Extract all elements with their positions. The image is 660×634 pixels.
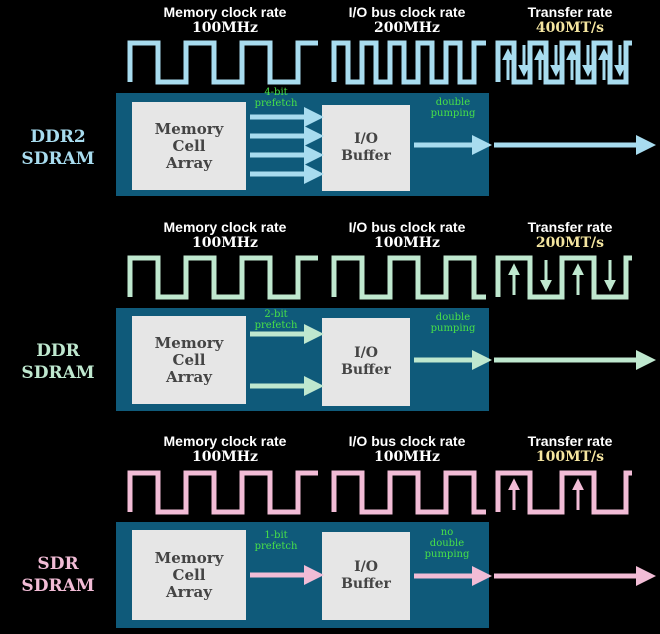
ddr2-mem-line2: Cell (172, 136, 206, 155)
sdr-transfer-title: Transfer rate (527, 433, 613, 449)
sdr-io-line1: I/O (354, 559, 378, 575)
sdr-transfer-value: 100MT/s (535, 449, 605, 465)
ddr2-memory-clock-title: Memory clock rate (163, 4, 287, 20)
sdr-io-clock-wave (331, 470, 486, 515)
ddr-io-clock-value: 100MHz (374, 235, 440, 251)
sdr-pump-line3: pumping (424, 549, 470, 560)
ddr-transfer-header: Transfer rate 200MT/s (495, 219, 645, 251)
ddr2-prefetch-line2: prefetch (254, 98, 298, 109)
ddr2-prefetch-line1: 4-bit (264, 87, 288, 98)
ddr-prefetch-line1: 2-bit (264, 309, 288, 320)
ddr2-memory-clock-header: Memory clock rate 100MHz (140, 4, 310, 36)
ddr-io-line2: Buffer (341, 362, 391, 378)
ddr-memory-clock-title: Memory clock rate (163, 219, 287, 235)
ddr-io-line1: I/O (354, 345, 378, 361)
sdr-pump-line1: no (440, 527, 454, 538)
sdr-label-line1: SDR (37, 554, 79, 574)
ddr-transfer-title: Transfer rate (527, 219, 613, 235)
ddr2-io-clock-value: 200MHz (374, 20, 440, 36)
ddr2-pump-line1: double (435, 97, 471, 108)
ddr-label-line2: SDRAM (21, 363, 95, 383)
sdr-io-clock-title: I/O bus clock rate (348, 433, 466, 449)
ddr-memory-clock-wave (127, 255, 318, 300)
sdr-memory-clock-wave (127, 470, 318, 515)
ddr-mem-line2: Cell (172, 350, 206, 369)
sdr-prefetch-line1: 1-bit (264, 530, 288, 541)
ddr2-memory-clock-wave (127, 40, 318, 85)
sdr-memory-clock-value: 100MHz (192, 449, 258, 465)
sdr-memory-clock-header: Memory clock rate 100MHz (140, 433, 310, 465)
sdr-io-line2: Buffer (341, 576, 391, 592)
sdr-io-clock-header: I/O bus clock rate 100MHz (322, 433, 492, 465)
ddr-pump-line2: pumping (430, 323, 476, 334)
ddr2-io-clock-header: I/O bus clock rate 200MHz (322, 4, 492, 36)
ddr2-transfer-title: Transfer rate (527, 4, 613, 20)
sdr-pump-line2: double (429, 538, 465, 549)
sdr-transfer-header: Transfer rate 100MT/s (495, 433, 645, 465)
ddr2-label-line1: DDR2 (30, 127, 86, 147)
ddr2-io-line2: Buffer (341, 148, 391, 164)
ddr-io-clock-wave (331, 255, 486, 300)
ddr2-mem-line3: Array (166, 153, 212, 172)
sdr-mem-line3: Array (166, 582, 212, 601)
ddr2-io-line1: I/O (354, 131, 378, 147)
ddr-transfer-value: 200MT/s (535, 235, 605, 251)
sdr-mem-line1: Memory (154, 548, 224, 567)
ddr-prefetch-line2: prefetch (254, 320, 298, 331)
ddr-memory-clock-header: Memory clock rate 100MHz (140, 219, 310, 251)
ddr-label-line1: DDR (36, 341, 80, 361)
ddr2-io-clock-wave (331, 40, 486, 85)
ddr-io-clock-header: I/O bus clock rate 100MHz (322, 219, 492, 251)
ddr2-pump-line2: pumping (430, 108, 476, 119)
sdr-io-clock-value: 100MHz (374, 449, 440, 465)
sdr-prefetch-line2: prefetch (254, 541, 298, 552)
ddr2-mem-line1: Memory (154, 119, 224, 138)
sdr-memory-clock-title: Memory clock rate (163, 433, 287, 449)
sdr-mem-line2: Cell (172, 565, 206, 584)
ddr2-io-clock-title: I/O bus clock rate (348, 4, 466, 20)
sdr-label-line2: SDRAM (21, 576, 95, 596)
ddr-io-clock-title: I/O bus clock rate (348, 219, 466, 235)
ddr-memory-clock-value: 100MHz (192, 235, 258, 251)
ddr2-transfer-wave (495, 40, 632, 85)
ddr-mem-line1: Memory (154, 333, 224, 352)
ddr2-memory-clock-value: 100MHz (192, 20, 258, 36)
ddr-mem-line3: Array (166, 367, 212, 386)
ddr2-transfer-value: 400MT/s (535, 20, 605, 36)
ddr-pump-line1: double (435, 312, 471, 323)
sdr-transfer-wave (495, 470, 632, 515)
ddr-transfer-wave (495, 255, 632, 300)
ddr2-transfer-header: Transfer rate 400MT/s (495, 4, 645, 36)
ddr2-label-line2: SDRAM (21, 149, 95, 169)
